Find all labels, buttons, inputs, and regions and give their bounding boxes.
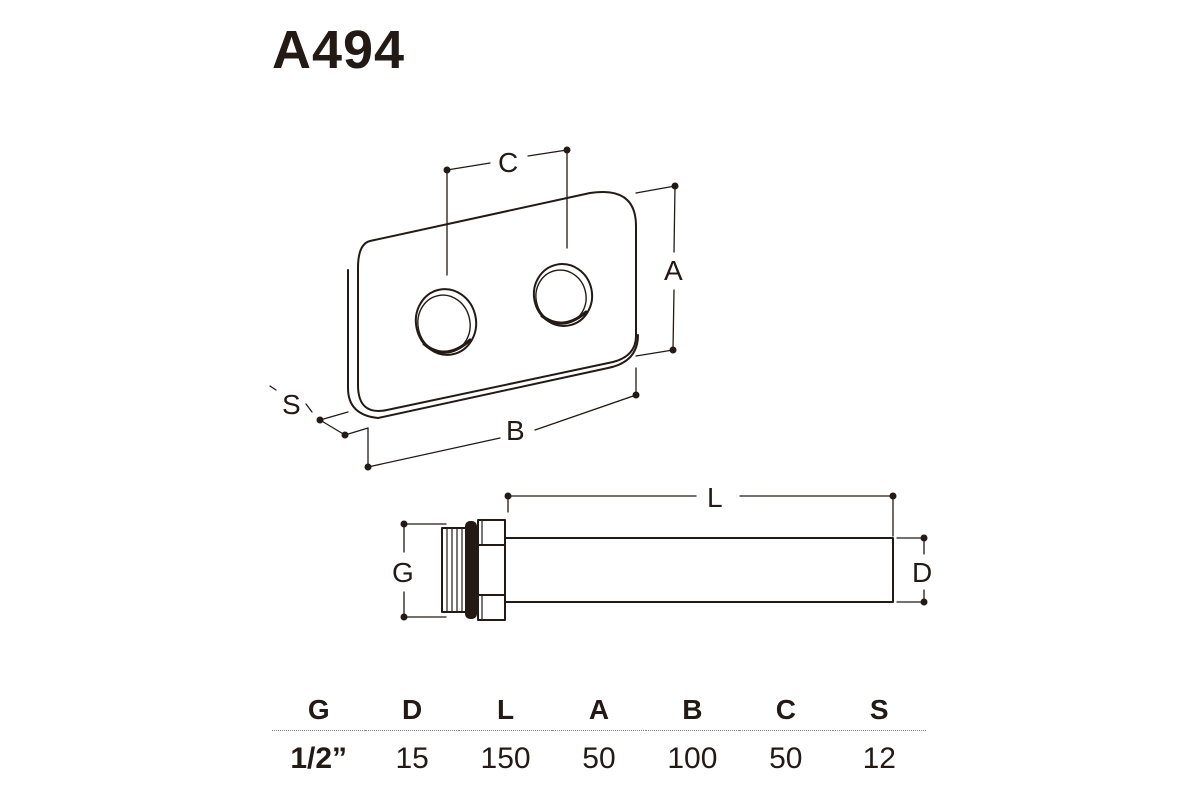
- column-header: C: [739, 690, 833, 731]
- table-cell: 50: [582, 742, 616, 775]
- dimension-label-l: L: [707, 482, 723, 513]
- table-cell: 1/2”: [290, 742, 348, 775]
- column-header: G: [272, 690, 366, 731]
- table-cell: 12: [862, 742, 896, 775]
- column-header: D: [365, 690, 459, 731]
- dimension-a-lines: [635, 185, 676, 357]
- table-cell: 15: [395, 742, 429, 775]
- table-cell: 50: [769, 742, 803, 775]
- pipe-drawing: [441, 519, 894, 621]
- dimension-label-b: B: [506, 415, 525, 446]
- dimension-l-lines: [507, 495, 894, 537]
- table-row: 1/2” 15 150 50 100 50 12: [272, 731, 926, 788]
- dimension-label-d: D: [912, 557, 932, 588]
- table-header-row: G D L A B C S: [272, 690, 926, 731]
- dimension-dots: [316, 146, 928, 621]
- dimension-c-lines: [446, 149, 568, 276]
- dimensions-table: G D L A B C S 1/2” 15 150 50 100 50 12: [272, 690, 926, 787]
- product-code-title: A494: [272, 20, 406, 80]
- dimension-b-lines: [367, 367, 637, 468]
- dimension-label-c: C: [498, 147, 518, 178]
- dimension-label-s: S: [282, 389, 301, 420]
- table-cell: 150: [480, 742, 531, 775]
- column-header: L: [458, 690, 553, 731]
- column-header: B: [645, 690, 740, 731]
- dimension-label-a: A: [664, 255, 683, 286]
- table-cell: 100: [667, 742, 718, 775]
- column-header: A: [552, 690, 646, 731]
- right-pipe-hole: [532, 263, 594, 327]
- dimension-label-g: G: [392, 557, 414, 588]
- column-header: S: [832, 690, 926, 731]
- left-pipe-hole: [414, 288, 478, 356]
- cover-plate-drawing: [347, 191, 639, 419]
- dimension-s-lines: [269, 385, 369, 436]
- dimension-g-lines: [403, 523, 447, 618]
